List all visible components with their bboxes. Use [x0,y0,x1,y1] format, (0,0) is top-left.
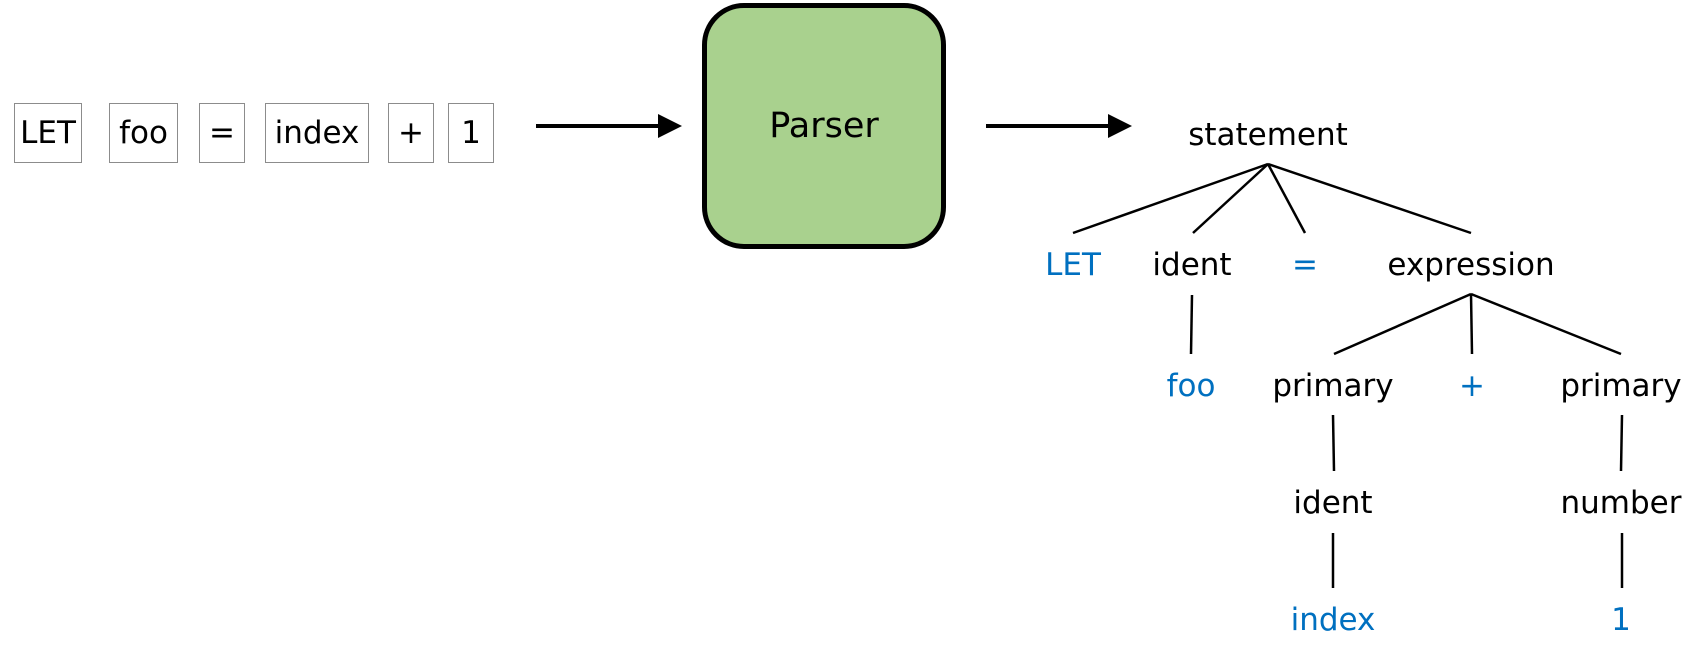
node-expression: expression [1387,247,1554,283]
edge-ident-foo [1189,294,1194,355]
node-one: 1 [1611,602,1631,638]
token-plus: + [388,103,434,163]
token-foo: foo [109,103,178,163]
edge-statement-let [1072,162,1269,235]
token-one: 1 [448,103,494,163]
arrow-tokens-to-parser [536,114,682,138]
node-ident-child: ident [1293,485,1372,521]
edge-primary-number [1619,414,1624,472]
edge-statement-expression [1267,162,1472,235]
token-equals: = [199,103,245,163]
node-let: LET [1045,247,1102,283]
node-ident: ident [1152,247,1231,283]
node-primary-left: primary [1272,368,1393,404]
token-index: index [265,103,369,163]
node-index: index [1291,602,1376,638]
node-statement: statement [1188,117,1348,153]
parser-label: Parser [769,106,879,146]
edge-expression-plus [1469,293,1474,355]
parser-box: Parser [702,3,946,249]
edge-statement-equals [1266,163,1307,234]
edge-statement-ident [1192,163,1269,234]
node-equals: = [1292,247,1318,283]
node-foo: foo [1167,368,1216,404]
tree-edges [1072,162,1624,588]
node-primary-right: primary [1560,368,1681,404]
token-let: LET [14,103,82,163]
node-plus: + [1459,368,1485,404]
node-number: number [1561,485,1682,521]
edge-primary-ident [1331,414,1336,472]
arrow-parser-to-tree [986,114,1132,138]
edge-expression-primary-right [1470,292,1622,356]
edge-expression-primary-left [1333,292,1472,356]
